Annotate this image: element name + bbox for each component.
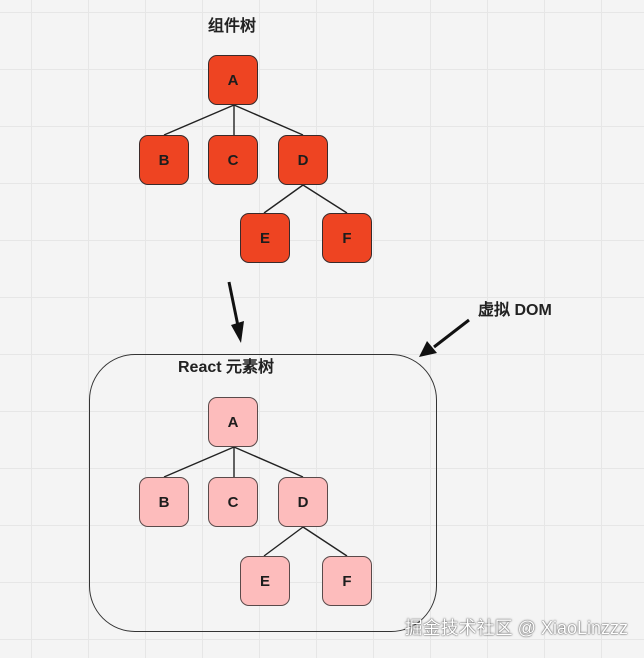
edge-d-f [302,526,348,557]
element-node-c: C [208,477,258,527]
element-tree-edges [163,446,348,557]
component-node-f: F [322,213,372,263]
edge-d-f [302,184,348,214]
component-node-e: E [240,213,290,263]
edge-a-b [163,446,235,478]
element-tree-title: React 元素树 [178,359,275,376]
component-node-d: D [278,135,328,185]
element-node-b: B [139,477,189,527]
component-tree-title: 组件树 [208,18,257,35]
watermark: 掘金技术社区 @ XiaoLinzzz [404,618,628,638]
component-node-a: A [208,55,258,105]
pointer-arrow-icon [419,318,470,357]
component-node-c: C [208,135,258,185]
component-tree-edges [163,104,348,214]
element-node-d: D [278,477,328,527]
down-arrow-icon [227,281,244,343]
edge-d-e [263,184,304,214]
edge-a-b [163,104,235,136]
edge-d-e [263,526,304,557]
virtual-dom-label: 虚拟 DOM [478,302,552,319]
edge-a-d [233,446,304,478]
element-node-f: F [322,556,372,606]
element-node-a: A [208,397,258,447]
element-node-e: E [240,556,290,606]
virtual-dom-frame [89,354,437,632]
edge-a-d [233,104,304,136]
component-node-b: B [139,135,189,185]
